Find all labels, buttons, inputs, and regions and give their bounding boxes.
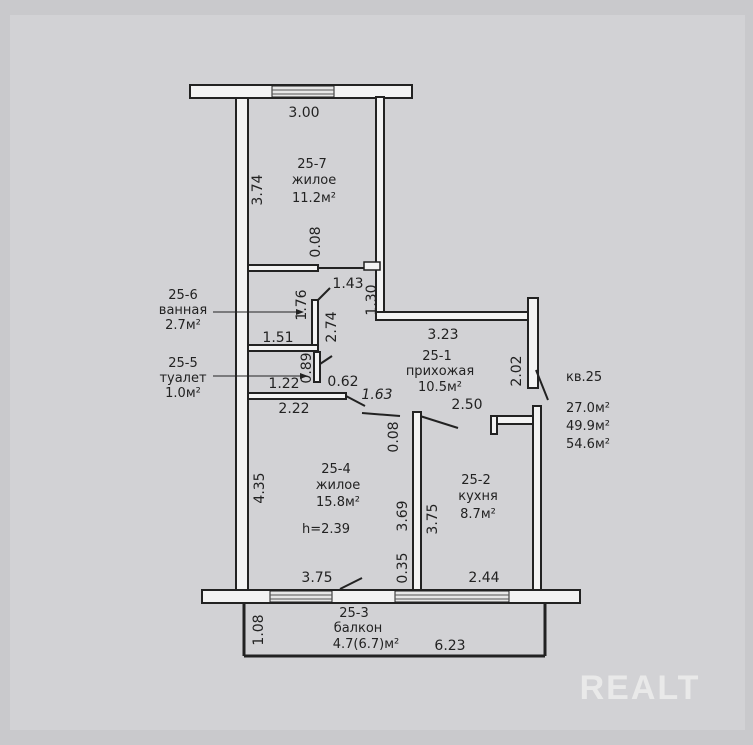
apartment-label: кв.25 [566,370,602,385]
top-wall [189,84,413,99]
arrow-icon [296,309,304,315]
watermark: REALT [580,669,701,707]
dim-label: 1.08 [251,614,267,645]
room-area: 10.5м² [418,380,462,395]
dim-label: 2.02 [509,355,525,386]
dim-label: 3.74 [250,174,266,205]
room-code: 25-5 [168,356,198,371]
balcony [242,603,547,658]
dim-label: 3.23 [427,327,458,343]
right-wall-lower [532,405,542,591]
room-25-7-label: 25-7 жилое 11.2м² [292,157,336,206]
dim-label: 6.23 [434,638,465,654]
dim-label: 0.08 [308,226,324,257]
room-area: 2.7м² [165,318,201,333]
dim-label: 4.35 [252,472,268,503]
dim-label: 3.75 [425,503,441,534]
kitchen-door-a [361,412,401,417]
entry-door [535,369,549,401]
room-name: кухня [458,489,498,504]
room-25-3-label: 25-3 балкон 4.7(6.7)м² [333,606,400,652]
room-code: 25-4 [321,462,351,477]
right-wall-upper [527,297,539,389]
room-25-6-label: 25-6 ванная 2.7м² [159,288,304,333]
room-area: 11.2м² [292,191,336,206]
bath-door [317,287,331,301]
dim-label: 1.30 [364,284,380,315]
toilet-bottom-wall [247,392,347,400]
room-name: балкон [334,621,383,636]
balcony-door [339,577,363,590]
dim-label: 1.76 [294,289,310,320]
dim-label: 3.69 [395,500,411,531]
dim-label: 1.63 [361,387,392,403]
dim-label: 1.51 [262,330,293,346]
room-code: 25-3 [339,606,369,621]
apartment-summary: кв.25 27.0м² 49.9м² 54.6м² [566,370,610,452]
door-jamb [363,261,381,271]
room-25-1-label: 25-1 прихожая 10.5м² [406,349,474,395]
room-area: 15.8м² [316,495,360,510]
dim-label: 0.89 [299,352,315,383]
room-area: 4.7(6.7)м² [333,637,400,652]
room7-bottom-wall [247,264,319,272]
room-name: ванная [159,303,207,318]
window-top [271,85,335,98]
dim-label: 2.22 [278,401,309,417]
full-area: 54.6м² [566,437,610,452]
window-kitchen [394,590,510,603]
kitchen-left-wall [412,411,422,591]
room-code: 25-1 [422,349,452,364]
room-25-5-label: 25-5 туалет 1.0м² [159,356,308,401]
ceiling-height: h=2.39 [302,522,350,537]
living-area: 27.0м² [566,401,610,416]
room-code: 25-2 [461,473,491,488]
window-room4 [269,590,333,603]
toilet-right-wall [313,351,321,383]
room-25-2-label: 25-2 кухня 8.7м² [458,473,498,522]
room4-door [345,395,366,407]
bottom-wall [201,577,581,604]
room-code: 25-6 [168,288,198,303]
dim-label: 3.75 [301,570,332,586]
left-wall [235,97,249,593]
room-name: туалет [159,371,207,386]
room-area: 1.0м² [165,386,201,401]
dim-label: 1.22 [268,376,299,392]
kitchen-door-b [419,415,459,429]
room-name: жилое [292,173,336,188]
kitchen-niche-side [490,415,498,435]
arrow-icon [300,373,308,379]
room-code: 25-7 [297,157,327,172]
dim-label: 2.44 [468,570,499,586]
dim-label: 3.00 [288,105,319,121]
dim-label: 1.43 [332,276,363,292]
room-name: жилое [316,478,360,493]
bath-right-wall [311,299,319,349]
dim-label: 2.74 [324,311,340,342]
room-name: прихожая [406,364,474,379]
toilet-door [319,355,333,365]
dim-label: 2.50 [451,397,482,413]
hall-top-wall [375,311,533,321]
dim-label: 0.62 [327,374,358,390]
total-area: 49.9м² [566,419,610,434]
room-25-4-label: 25-4 жилое 15.8м² h=2.39 [302,462,360,537]
room-area: 8.7м² [460,507,496,522]
dim-label: 0.08 [386,421,402,452]
dim-label: 0.35 [395,552,411,583]
dimension-labels: 3.00 3.74 0.08 1.43 1.30 1.76 2.74 1.51 … [250,105,525,654]
bath-bottom-wall [247,344,319,352]
